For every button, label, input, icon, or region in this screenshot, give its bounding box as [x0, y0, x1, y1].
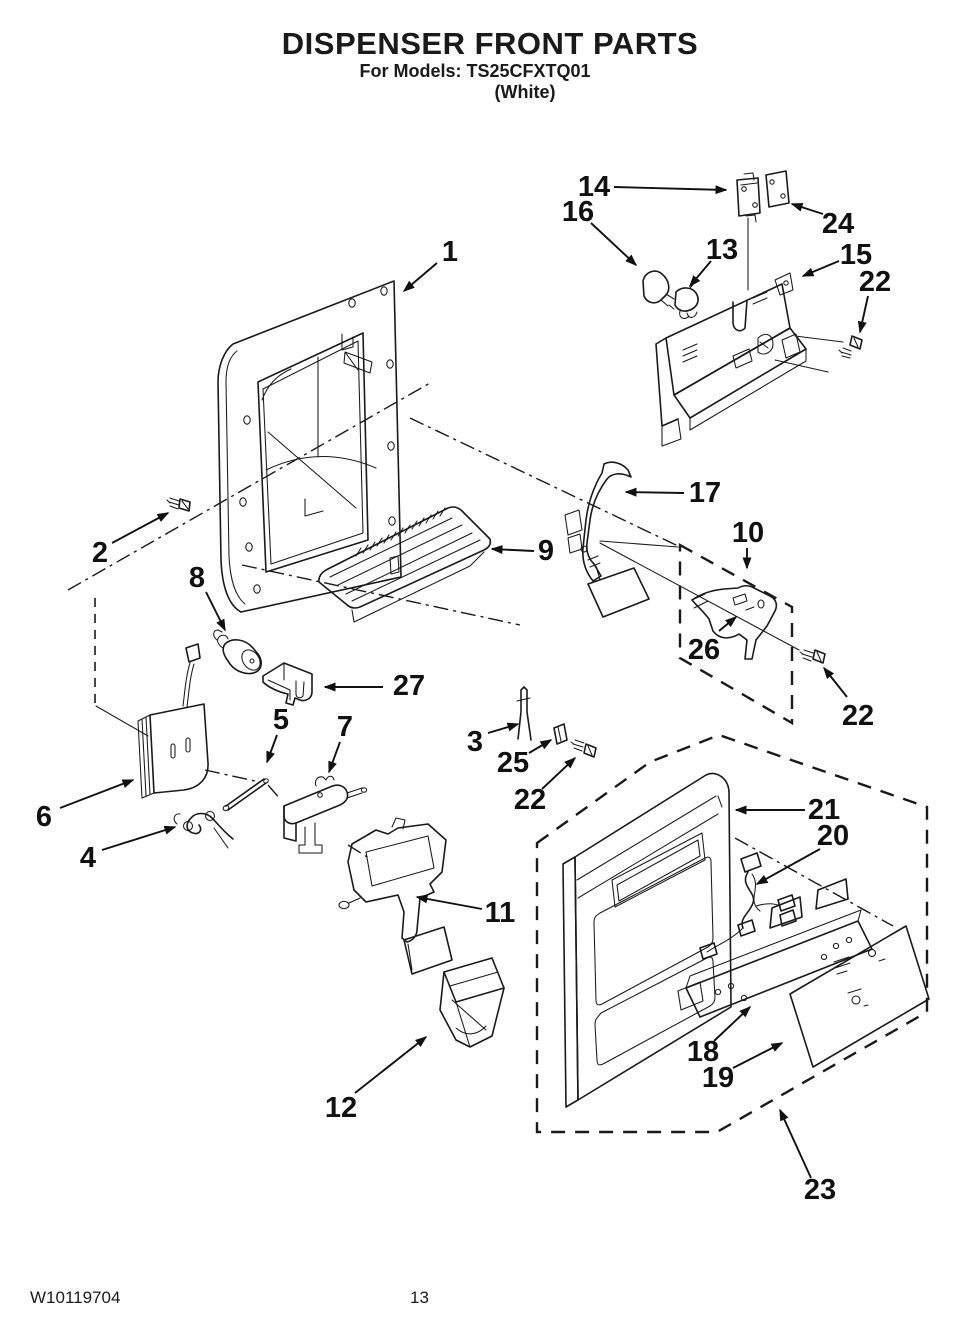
callout-7-leader-arrow	[328, 741, 341, 774]
callout-14-leader-arrow	[613, 185, 728, 195]
part-15-dispenser-housing-drawing	[655, 217, 844, 447]
callout-24-label: 24	[822, 208, 854, 240]
part-13-bulb-socket-drawing	[674, 281, 699, 319]
part-1-dispenser-frame-drawing	[217, 280, 402, 613]
page-title: DISPENSER FRONT PARTS	[281, 26, 699, 61]
screw-22-right-drawing	[799, 649, 826, 664]
part-21-front-panel-drawing	[562, 772, 732, 1108]
callout-1-label: 1	[442, 236, 458, 268]
callout-20-label: 20	[817, 820, 849, 852]
part-6-pad-drawing	[95, 643, 209, 799]
callout-3-label: 3	[467, 726, 483, 758]
part-26-dispenser-lever-drawing	[691, 584, 778, 660]
callout-22-right-leader-arrow	[823, 666, 848, 698]
callout-13-leader-arrow	[689, 260, 712, 288]
document-number: W10119704	[30, 1288, 121, 1307]
callout-15-label: 15	[840, 239, 872, 271]
axis-frame	[67, 382, 431, 591]
callout-19-label: 19	[702, 1062, 734, 1094]
callout-5-leader-arrow	[266, 734, 278, 764]
callout-22-mid-label: 22	[514, 784, 546, 816]
callout-16-label: 16	[562, 196, 594, 228]
axis-frame-lower	[241, 564, 521, 626]
callout-21-label: 21	[808, 794, 840, 826]
group-box-23	[535, 733, 929, 1134]
part-17-actuator-lever-drawing	[564, 461, 650, 618]
callout-22-right-label: 22	[842, 700, 874, 732]
callout-2-leader-arrow	[111, 512, 170, 544]
part-24-mounting-plate-drawing	[765, 170, 790, 208]
callout-26-label: 26	[688, 634, 720, 666]
part-11-ice-lever-drawing	[338, 817, 453, 975]
callout-6-label: 6	[36, 801, 52, 833]
part-27-bracket-drawing	[262, 662, 313, 706]
callout-4-label: 4	[80, 842, 96, 874]
callout-8-leader-arrow	[205, 591, 226, 632]
callout-27-label: 27	[393, 670, 425, 702]
callout-15-leader-arrow	[801, 260, 840, 277]
callout-6-leader-arrow	[59, 779, 135, 809]
assembly-connection-lines	[599, 540, 800, 651]
callout-22-top-label: 22	[859, 266, 891, 298]
callout-5-label: 5	[273, 704, 289, 736]
callout-14-label: 14	[578, 171, 610, 203]
callout-22-top-leader-arrow	[857, 295, 869, 334]
axis-pin-actuator	[267, 784, 282, 801]
callout-20-leader-arrow	[755, 848, 821, 885]
callout-26-leader-arrow	[718, 616, 738, 632]
finish-line: (White)	[494, 82, 556, 102]
callout-10-label: 10	[732, 517, 764, 549]
callout-8-label: 8	[189, 562, 205, 594]
screw-22-top-drawing	[838, 335, 863, 359]
part-14-switch-drawing	[736, 172, 761, 223]
part-3-strip-drawing	[516, 686, 532, 741]
axis-actuator-lever	[347, 844, 373, 861]
callout-13-label: 13	[706, 234, 738, 266]
part-9-grille-tray-drawing	[318, 506, 492, 623]
callout-19-leader-arrow	[732, 1042, 784, 1069]
callout-22-mid-leader-arrow	[541, 756, 577, 790]
callout-1-leader-arrow	[402, 262, 438, 292]
callout-9-leader-arrow	[490, 545, 535, 554]
axis-pad-pin	[204, 769, 256, 782]
callout-3-leader-arrow	[487, 722, 520, 734]
part-16-light-bulb-drawing	[642, 270, 675, 310]
part-4-spring-clip-drawing	[173, 810, 234, 849]
callout-23-leader-arrow	[779, 1108, 812, 1179]
part-5-pivot-pin-drawing	[222, 778, 269, 812]
callout-12-leader-arrow	[354, 1036, 428, 1094]
screw-2-drawing	[166, 497, 191, 512]
callout-18-leader-arrow	[713, 1005, 752, 1042]
callout-17-label: 17	[689, 477, 721, 509]
models-line: For Models: TS25CFXTQ01	[359, 61, 591, 81]
part-7-actuator-assembly-drawing	[283, 775, 368, 854]
callout-11-label: 11	[485, 897, 516, 929]
callout-11-leader-arrow	[415, 894, 483, 910]
page-number: 13	[410, 1288, 429, 1307]
callout-25-label: 25	[497, 747, 529, 779]
part-20-wire-harness-drawing	[699, 852, 797, 960]
axis-panel-overlay	[734, 837, 894, 927]
callout-16-leader-arrow	[590, 222, 638, 267]
callout-7-label: 7	[337, 711, 353, 743]
screw-22-mid-drawing	[570, 739, 597, 758]
axis-to-box10	[409, 417, 679, 547]
callout-25-leader-arrow	[528, 739, 553, 754]
callout-18-label: 18	[687, 1036, 719, 1068]
part-12-ice-chute-drawing	[439, 957, 505, 1048]
callout-annotation-layer: 1234567891011121314151617181920212222222…	[36, 171, 929, 1206]
callout-2-label: 2	[92, 537, 108, 569]
group-box-10	[678, 542, 794, 726]
part-25-retainer-clip-drawing	[553, 723, 568, 745]
callout-9-label: 9	[538, 535, 554, 567]
callout-4-leader-arrow	[101, 825, 177, 851]
part-8-motor-drawing	[213, 629, 262, 675]
callout-12-label: 12	[325, 1092, 357, 1124]
callout-17-leader-arrow	[624, 487, 685, 497]
callout-24-leader-arrow	[790, 202, 824, 215]
part-19-control-overlay-drawing	[789, 925, 930, 1068]
callout-23-label: 23	[804, 1174, 836, 1206]
